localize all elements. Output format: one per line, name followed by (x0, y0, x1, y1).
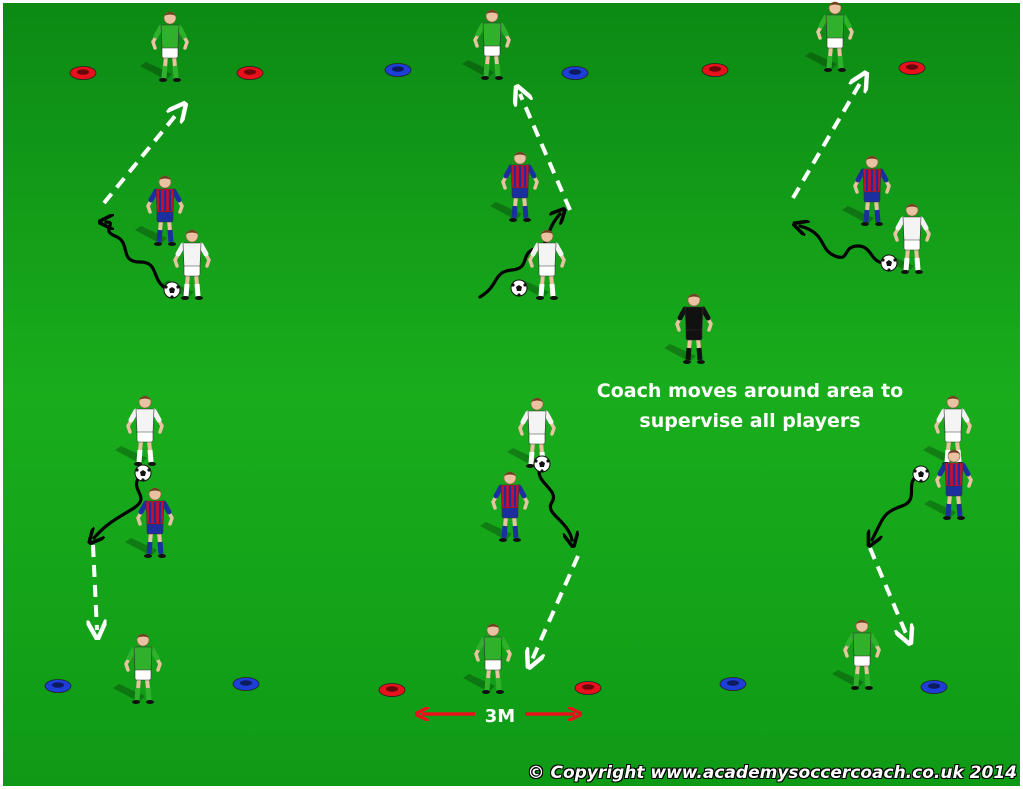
cone-marker-red (702, 64, 728, 77)
cone-marker-red (575, 682, 601, 695)
coach-note: Coach moves around area to supervise all… (570, 376, 930, 436)
cone-marker-blue (720, 678, 746, 691)
soccer-ball-icon (164, 282, 180, 299)
soccer-ball-icon (135, 465, 151, 482)
soccer-ball-icon (913, 466, 929, 483)
cone-marker-blue (233, 678, 259, 691)
cone-marker-blue (921, 681, 947, 694)
cone-marker-red (70, 67, 96, 80)
cone-marker-blue (562, 67, 588, 80)
cone-marker-red (379, 684, 405, 697)
distance-label: 3M (440, 706, 560, 727)
cone-marker-red (237, 67, 263, 80)
cone-marker-blue (45, 680, 71, 693)
cone-marker-red (899, 62, 925, 75)
copyright-notice: © Copyright www.academysoccercoach.co.uk… (528, 763, 1017, 783)
soccer-ball-icon (534, 456, 550, 473)
coach-note-line-2: supervise all players (570, 406, 930, 436)
soccer-ball-icon (511, 280, 527, 297)
cone-marker-blue (385, 64, 411, 77)
soccer-ball-icon (881, 255, 897, 272)
coach-note-line-1: Coach moves around area to (570, 376, 930, 406)
